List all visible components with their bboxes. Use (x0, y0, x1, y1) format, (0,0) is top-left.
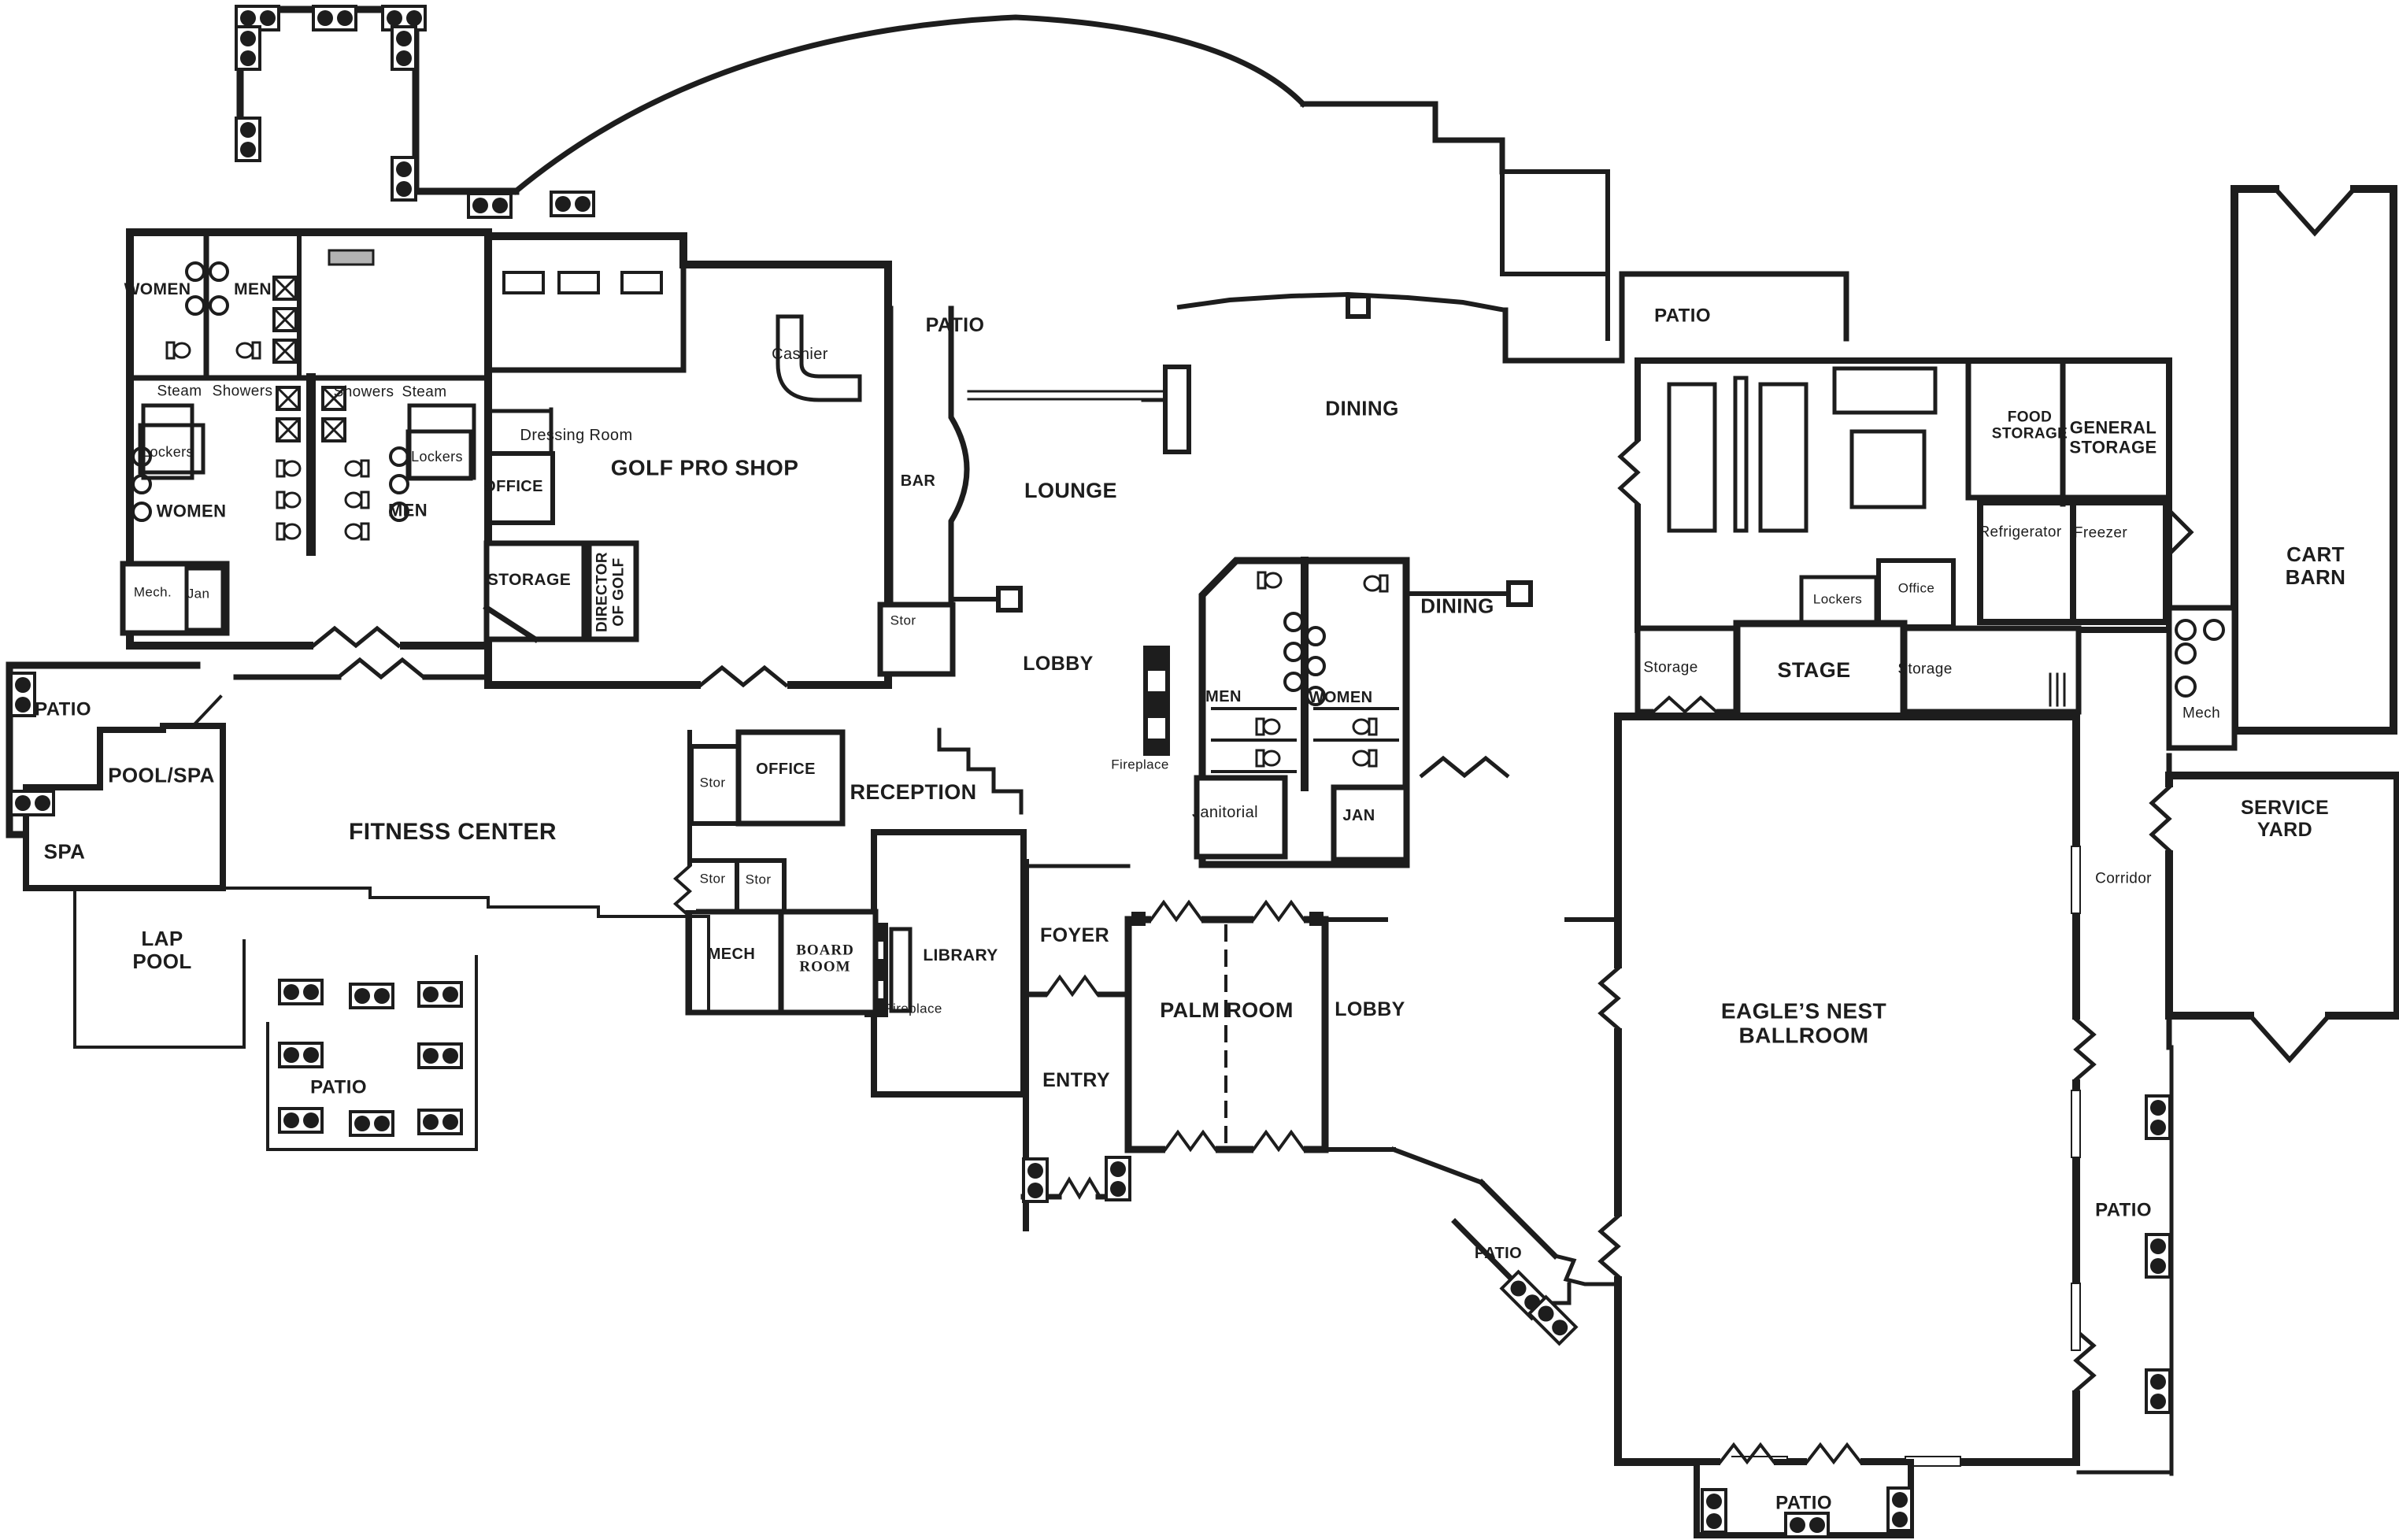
room-label-spa: SPA (43, 839, 86, 864)
room-label-stor-1: Stor (699, 775, 726, 790)
room-label-women-restroom-nw: WOMEN (124, 280, 191, 299)
service-wing-walls (2076, 183, 2399, 1476)
room-label-director-of-golf: DIRECTOR OF GOLF (594, 551, 628, 633)
room-label-fireplace-library: Fireplace (884, 1001, 942, 1016)
stage-window-icon (2049, 672, 2066, 707)
room-label-men-lockers: MEN (387, 500, 428, 520)
room-label-dining-lower: DINING (1420, 594, 1494, 618)
room-label-mech-right: Mech (2182, 705, 2221, 722)
room-label-men-center: MEN (1205, 687, 1242, 705)
room-label-cart-barn: CART BARN (2285, 542, 2346, 589)
room-label-board-room: BOARD ROOM (796, 942, 854, 975)
room-label-cashier: Cashier (772, 345, 828, 363)
bench-icon (328, 249, 375, 266)
room-label-corridor: Corridor (2095, 870, 2152, 887)
room-label-office-golf: OFFICE (483, 477, 543, 495)
room-label-dining-upper: DINING (1325, 396, 1399, 420)
cashier-counter (776, 314, 862, 402)
room-label-palm-room: PALM ROOM (1160, 998, 1294, 1022)
room-label-bar: BAR (900, 472, 936, 490)
room-label-storage-stage-left: Storage (1643, 659, 1698, 676)
room-label-stor-bar: Stor (890, 613, 916, 628)
room-label-mech-center: MECH (707, 945, 756, 963)
room-label-refrigerator: Refrigerator (1979, 524, 2062, 541)
room-label-women-center: WOMEN (1309, 688, 1373, 706)
ballroom-walls (1597, 713, 2097, 1467)
room-label-fireplace-dining: Fireplace (1111, 757, 1169, 772)
room-label-patio-top-center: PATIO (925, 314, 985, 336)
room-label-service-yard: SERVICE YARD (2240, 797, 2330, 841)
room-label-patio-diag: PATIO (1474, 1244, 1523, 1262)
room-label-lobby-right: LOBBY (1335, 998, 1405, 1020)
room-label-patio-top-right: PATIO (1654, 305, 1711, 327)
room-label-mech-fitness: Mech. (133, 584, 172, 600)
locker-building-walls (120, 228, 492, 652)
room-label-jan-fitness: Jan (187, 586, 210, 602)
bar-lounge-walls (877, 305, 1533, 677)
room-label-freezer: Freezer (2073, 524, 2128, 542)
patio-diagonal-walls (1323, 917, 1620, 1344)
room-label-entry: ENTRY (1042, 1069, 1110, 1091)
golf-building-walls (483, 232, 892, 691)
room-label-patio-bottom: PATIO (1775, 1492, 1832, 1514)
room-label-pool-spa: POOL/SPA (108, 763, 215, 787)
room-label-stor-2: Stor (699, 871, 726, 887)
room-label-patio-sw: PATIO (310, 1076, 367, 1098)
room-label-food-storage: FOOD STORAGE (1991, 409, 2068, 442)
room-label-lounge: LOUNGE (1024, 478, 1117, 502)
room-label-office-reception: OFFICE (756, 760, 816, 778)
dining-restroom-walls (1141, 291, 1625, 868)
room-label-steam-left: Steam (157, 383, 202, 400)
room-label-fitness-center: FITNESS CENTER (349, 819, 557, 846)
room-label-general-storage: GENERAL STORAGE (2069, 417, 2157, 457)
room-label-storage-golf: STORAGE (487, 571, 572, 590)
room-label-eagles-nest-ballroom: EAGLE’S NEST BALLROOM (1720, 998, 1887, 1048)
room-label-janitorial: Janitorial (1191, 803, 1259, 821)
room-label-men-restroom-nw: MEN (234, 280, 272, 299)
room-label-women-lockers: WOMEN (156, 501, 227, 521)
room-label-stor-3: Stor (745, 872, 772, 887)
reception-wing-walls (672, 727, 1027, 1098)
room-label-stage: STAGE (1777, 657, 1851, 682)
foyer-palm-walls (1020, 859, 1329, 1231)
room-label-lockers-left: Lockers (142, 443, 194, 460)
room-label-storage-stage-right: Storage (1897, 661, 1953, 678)
room-label-showers-right: Showers (333, 383, 394, 401)
room-label-lap-pool: LAP POOL (132, 926, 192, 973)
room-label-reception: RECEPTION (850, 779, 977, 804)
room-label-library: LIBRARY (923, 946, 998, 965)
room-label-jan-center: JAN (1342, 806, 1375, 824)
patio-bottom-walls (1694, 1442, 1914, 1538)
room-label-lockers-right: Lockers (411, 448, 463, 465)
room-label-foyer: FOYER (1039, 924, 1110, 946)
room-label-golf-pro-shop: GOLF PRO SHOP (610, 455, 799, 480)
terrace-northwest-walls (236, 6, 1849, 364)
room-label-showers-left: Showers (212, 383, 273, 400)
room-label-lobby-center: LOBBY (1023, 653, 1094, 675)
room-label-steam-right: Steam (402, 383, 447, 401)
room-label-dressing-room: Dressing Room (520, 426, 633, 444)
room-label-patio-left: PATIO (35, 698, 91, 720)
room-label-lockers-kitchen: Lockers (1812, 591, 1863, 607)
room-label-office-kitchen: Office (1897, 580, 1935, 596)
room-label-patio-right: PATIO (2095, 1199, 2152, 1221)
pool-spa-walls (6, 657, 710, 1151)
